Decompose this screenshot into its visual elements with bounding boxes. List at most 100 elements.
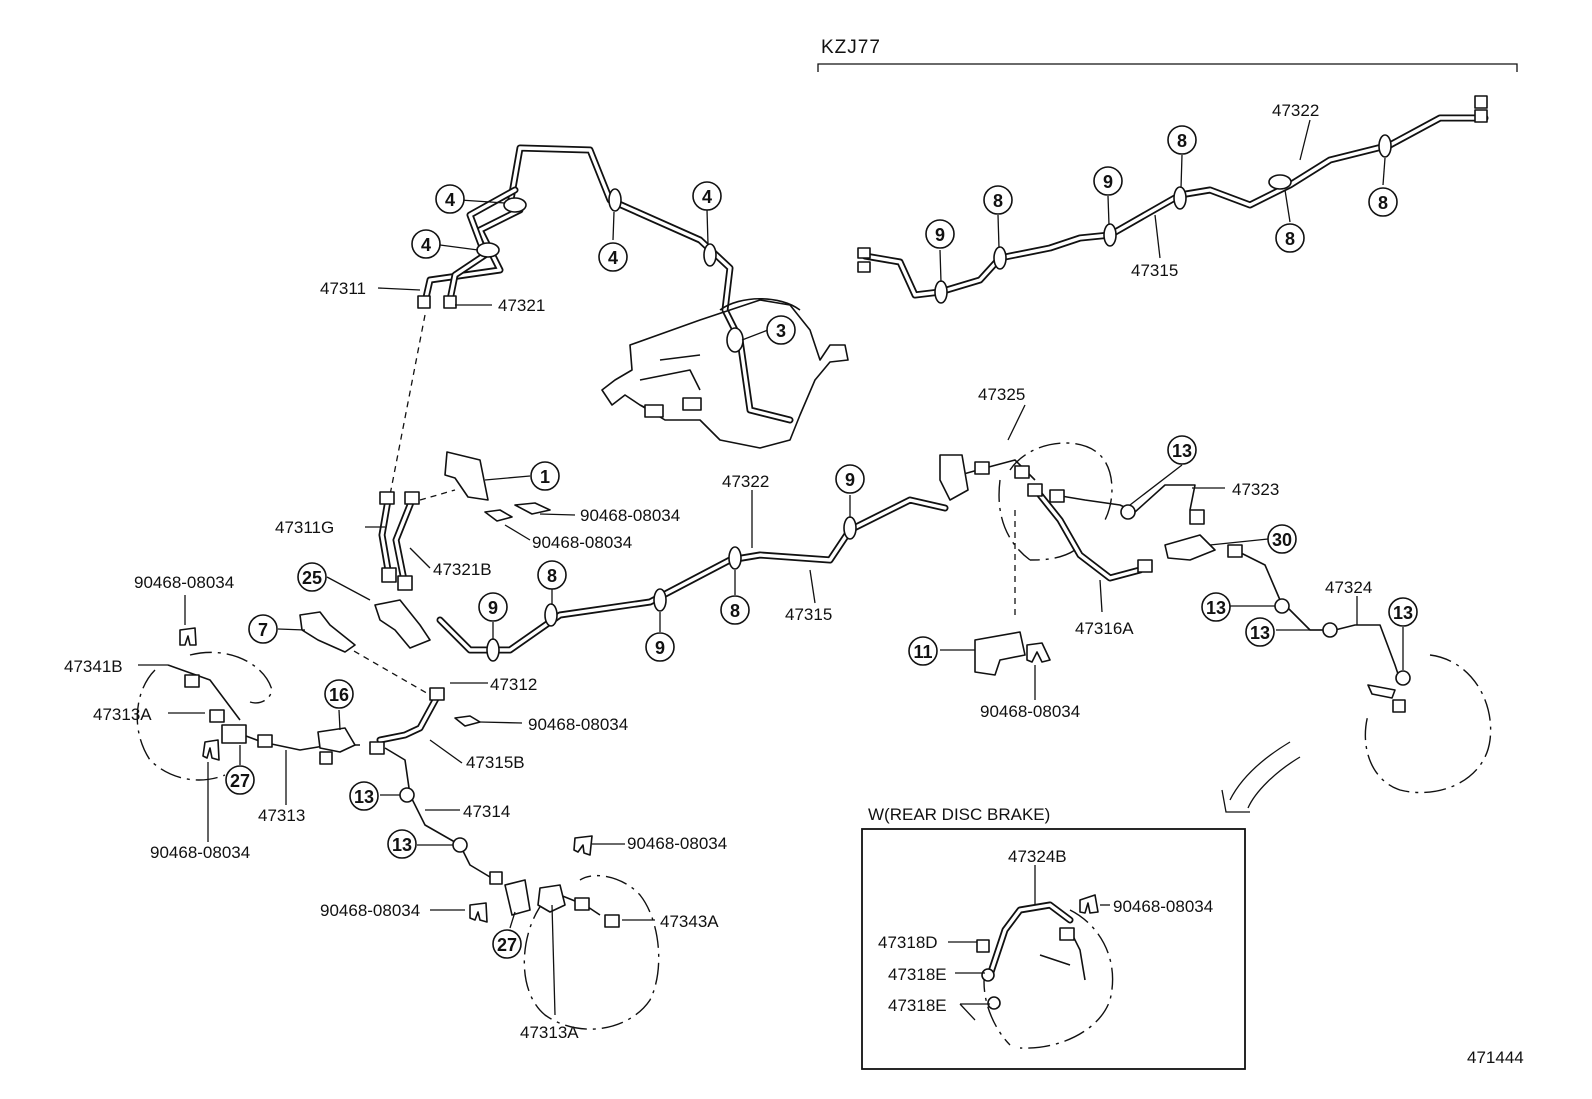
callout: 8 — [720, 595, 750, 625]
svg-text:8: 8 — [993, 191, 1003, 211]
part-label: 47322 — [1272, 101, 1319, 120]
part-label: 47343A — [660, 912, 719, 931]
callout: 1 — [530, 461, 560, 491]
svg-text:13: 13 — [1250, 623, 1270, 643]
part-label: 47321 — [498, 296, 545, 315]
callout: 27 — [225, 765, 255, 795]
part-label: 90468-08034 — [1113, 897, 1213, 916]
svg-text:30: 30 — [1272, 530, 1292, 550]
part-label: 47315 — [785, 605, 832, 624]
junction-27-lower — [504, 879, 531, 916]
figure-number: 471444 — [1467, 1048, 1524, 1067]
rear-brake-center-outline — [998, 442, 1113, 561]
model-code: KZJ77 — [821, 37, 881, 58]
part-label: 90468-08034 — [150, 843, 250, 862]
callout: 13 — [349, 781, 379, 811]
line-47314 — [384, 747, 496, 881]
callout: 8 — [1167, 125, 1197, 155]
junction-27-left — [221, 724, 247, 744]
part-label: 47312 — [490, 675, 537, 694]
part-label: 47313A — [520, 1023, 579, 1042]
small-parts — [179, 95, 1488, 1010]
svg-text:25: 25 — [302, 568, 322, 588]
callout: 16 — [324, 679, 354, 709]
pipe-clamps — [476, 134, 1392, 662]
part-label: 47323 — [1232, 480, 1279, 499]
svg-text:9: 9 — [488, 598, 498, 618]
callout: 3 — [766, 315, 796, 345]
svg-text:13: 13 — [354, 787, 374, 807]
part-label: 90468-08034 — [532, 533, 632, 552]
svg-text:13: 13 — [392, 835, 412, 855]
callout: 13 — [1388, 597, 1418, 627]
callout: 8 — [983, 185, 1013, 215]
svg-text:8: 8 — [1378, 193, 1388, 213]
part-label: 47318E — [888, 965, 947, 984]
callout: 7 — [248, 614, 278, 644]
dashed-leaders — [334, 314, 1016, 696]
leader-lines — [138, 63, 1518, 1021]
callout: 8 — [1275, 223, 1305, 253]
part-label: 47311G — [275, 518, 334, 537]
callout: 9 — [478, 592, 508, 622]
callout: 13 — [387, 829, 417, 859]
part-label: 47315B — [466, 753, 525, 772]
master-cylinder-outline — [601, 299, 849, 449]
svg-text:9: 9 — [935, 225, 945, 245]
bracket-7 — [299, 611, 356, 653]
front-brake-left-outline — [136, 669, 226, 781]
svg-text:11: 11 — [913, 642, 932, 662]
svg-text:8: 8 — [547, 566, 557, 586]
callout: 4 — [598, 242, 628, 272]
callout: 13 — [1167, 435, 1197, 465]
part-label: 47313A — [93, 705, 152, 724]
part-label: 90468-08034 — [320, 901, 420, 920]
callout: 9 — [1093, 166, 1123, 196]
part-label: 90468-08034 — [627, 834, 727, 853]
part-label: 47322 — [722, 472, 769, 491]
callout: 4 — [692, 181, 722, 211]
part-label: 47318E — [888, 996, 947, 1015]
callout: 9 — [835, 464, 865, 494]
svg-text:4: 4 — [421, 235, 431, 255]
thin-brake-lines — [167, 459, 1401, 916]
pipe-main-47315 — [436, 496, 949, 654]
part-label: 47313 — [258, 806, 305, 825]
part-label: 47325 — [978, 385, 1025, 404]
rear-brake-left-outline — [523, 874, 660, 1030]
inset-title: W(REAR DISC BRAKE) — [868, 805, 1050, 824]
line-47341B — [167, 664, 241, 721]
tee-47325 — [939, 454, 969, 501]
callout-numbers: 4 4 4 4 3 1 25 7 9 8 9 8 9 16 13 13 27 2… — [225, 125, 1418, 959]
part-label: 90468-08034 — [980, 702, 1080, 721]
rear-brake-right-outline — [1364, 654, 1492, 794]
callout: 9 — [645, 632, 675, 662]
svg-text:13: 13 — [1393, 603, 1413, 623]
svg-text:27: 27 — [230, 771, 250, 791]
callout: 11 — [908, 636, 938, 666]
part-label: 90468-08034 — [528, 715, 628, 734]
callout: 25 — [297, 562, 327, 592]
callout: 8 — [1368, 187, 1398, 217]
callout: 8 — [537, 560, 567, 590]
part-label: 47321B — [433, 560, 492, 579]
svg-text:13: 13 — [1206, 598, 1226, 618]
component-outlines — [136, 297, 1492, 1049]
junction-16 — [317, 727, 356, 753]
bracket-11 — [974, 631, 1026, 676]
svg-text:8: 8 — [1177, 131, 1187, 151]
junction-30 — [1164, 534, 1216, 561]
line-47324 — [1234, 549, 1401, 681]
pipe-hose-47321B — [392, 496, 416, 584]
svg-text:8: 8 — [730, 601, 740, 621]
valve-25 — [374, 599, 431, 649]
svg-text:3: 3 — [776, 321, 786, 341]
svg-text:16: 16 — [329, 685, 349, 705]
part-label: 47318D — [878, 933, 938, 952]
inset-rear-disc-brake — [861, 828, 1246, 1070]
svg-text:8: 8 — [1285, 229, 1295, 249]
svg-text:7: 7 — [258, 620, 268, 640]
callout: 13 — [1201, 592, 1231, 622]
part-label: 90468-08034 — [134, 573, 234, 592]
